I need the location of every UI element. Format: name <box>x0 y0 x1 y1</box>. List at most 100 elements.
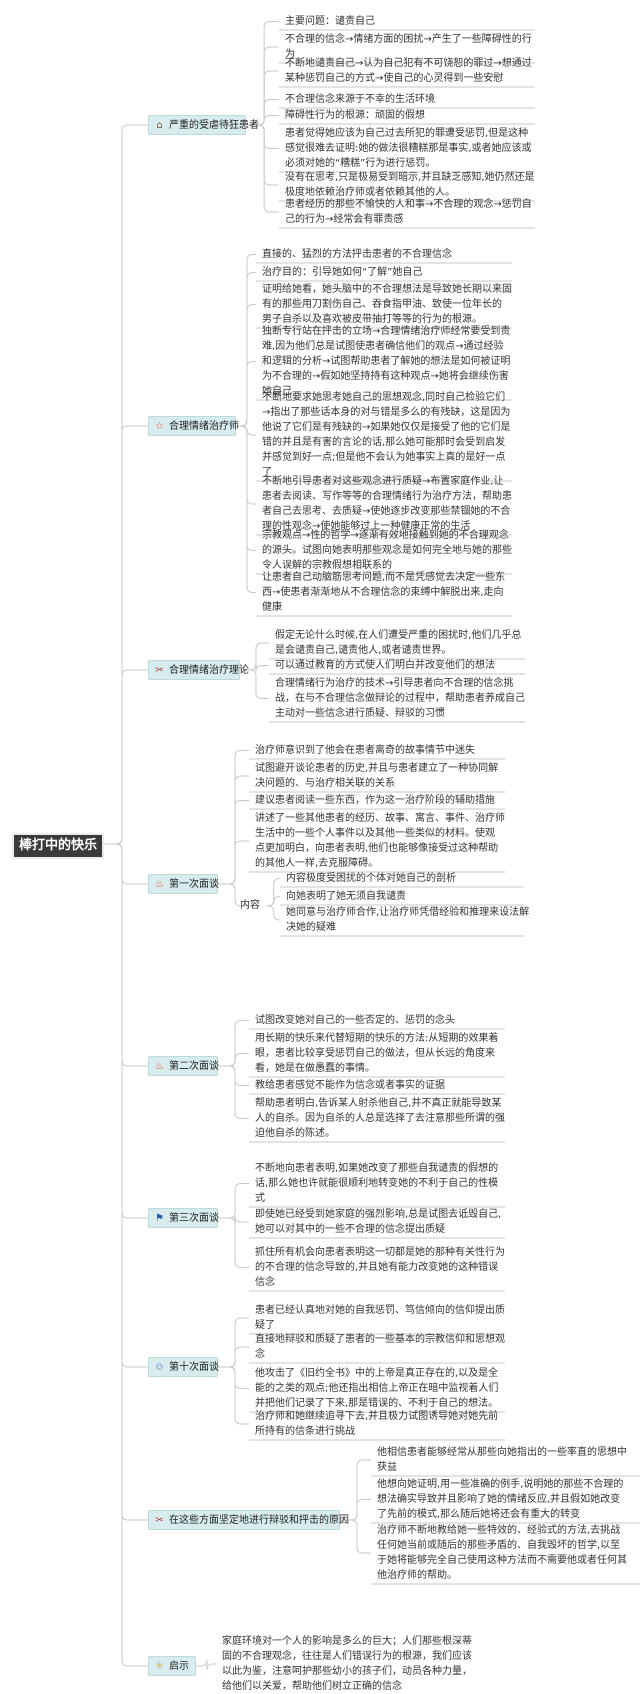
connector-line <box>104 669 148 845</box>
connector-line <box>236 254 256 427</box>
branch-node-7[interactable]: ✩第十次面谈 <box>148 1357 219 1377</box>
connector-line <box>104 425 148 845</box>
connector-line <box>266 878 280 907</box>
tools-icon: ✂ <box>155 1515 164 1526</box>
connector-line <box>236 425 256 551</box>
branch-2-item-line: 西→使患者渐渐地从不合理信念的束缚中解脱出来,走向 <box>262 587 504 598</box>
branch-label: 第三次面谈 <box>169 1213 219 1224</box>
branch-4-item-line: 生活中的一些个人事件以及其他一些类似的材料。使观 <box>255 828 495 839</box>
branch-5-item-line: 人的自杀。因为自杀的人总是选择了去注意那些所谓的强 <box>255 1113 505 1124</box>
branch-node-3[interactable]: ✂合理情绪治疗理论 <box>148 660 249 680</box>
branch-8-item-line: 了先前的模式,那么随后她将还会有重大的转变 <box>377 1509 581 1520</box>
branch-8-item-line: 治疗师不断地教给她一些特效的、经验式的方法,去挑战 <box>377 1525 621 1536</box>
branch-node-4[interactable]: ♨ 第一次面谈 <box>148 874 219 894</box>
branch-node-2[interactable]: ☆合理情绪治疗师 <box>148 416 239 436</box>
content-item-line: 决她的疑难 <box>286 922 336 933</box>
branch-2-item-line: 不断地引导患者对这些观念进行质疑→布置家庭作业,让 <box>262 476 504 487</box>
branch-7-item-line: 能的之类的观点;他还指出相信上帝正在暗中监视着人们 <box>255 1383 499 1394</box>
branch-4-item-line: 决问题的、与治疗相关联的关系 <box>255 778 395 789</box>
branch-2-item-line: 者自己去思考、去质疑→使她逐步改变那些禁锢她的不合 <box>262 506 511 517</box>
branch-1-item-line: 不合理信念来源于不幸的生活环境 <box>285 94 435 105</box>
branch-4-item-line: 建议患者阅读一些东西，作为这一治疗阶段的辅助措施 <box>255 795 495 806</box>
sun-icon: ☼ <box>155 1661 164 1672</box>
branch-label: 严重的受虐待狂患者 <box>169 120 259 131</box>
branch-6-item-line: 话,那么她也许就能很顺利地转变她的不利于自己的性模 <box>255 1178 499 1189</box>
branch-2-item-line: 让患者自己动脑筋思考问题,而不是凭感觉去决定一些东 <box>262 572 506 583</box>
branch-6-item-line: 信念 <box>255 1277 275 1288</box>
branch-2-item-line: 男子自杀以及喜欢被皮带抽打等等的行为的根源。 <box>262 314 482 325</box>
branch-5-item-line: 帮助患者明白,告诉某人射杀他自己,并不真正就能导致某 <box>255 1098 502 1109</box>
branch-2-item-line: 健康 <box>262 602 282 613</box>
branch-2-item-line: 错的并且是有害的言论的话,那么她可能那时会受到启发 <box>262 437 506 448</box>
branch-node-8[interactable]: ✂在这些方面坚定地进行辩驳和抨击的原因 <box>148 1510 349 1530</box>
branch-9-item-line: 给他们以关爱，帮助他们树立正确的信念 <box>222 1681 402 1692</box>
sub-node-content[interactable]: 内容 <box>240 900 260 911</box>
connector-line <box>266 896 280 907</box>
branch-5-item-line: 教给患者感觉不能作为信念或者事实的证据 <box>255 1080 445 1091</box>
connector-line <box>246 46 279 126</box>
branch-6-item-line: 即使她已经受到她家庭的强烈影响,总是试图去诋毁自己, <box>255 1209 502 1220</box>
branch-5-item-line: 迫他自杀的陈述。 <box>255 1128 335 1139</box>
branch-2-item-line: 和逻辑的分析→试图帮助患者了解她的想法是如何被证明 <box>262 356 511 367</box>
branch-4-item-line: 治疗师意识到了他会在患者离奇的故事情节中迷失 <box>255 745 475 756</box>
connector-line <box>236 272 256 427</box>
content-item-line: 她同意与治疗师合作,让治疗师凭借经验和推理来设法解 <box>286 907 530 918</box>
branch-8-item-line: 想法确实导致并且影响了她的情绪反应,并且假如她改变 <box>377 1494 621 1505</box>
branch-8-item-line: 任何她当前或随后的那些矛盾的、自我毁坏的哲学,以至 <box>377 1540 621 1551</box>
branch-3-item-line: 是会谴责自己,谴责他人,或者谴责世界。 <box>275 645 452 656</box>
connector-line <box>218 1366 249 1425</box>
fire-icon: ♨ <box>155 1061 164 1072</box>
branch-6-item-line: 的不合理的信念导致的,并且她有能力改变她的这种错误 <box>255 1262 499 1273</box>
branch-3-item-line: 战，在与不合理信念做辩论的过程中，帮助患者养成自己 <box>275 693 525 704</box>
branch-5-item-line: 试图改变她对自己的一些否定的、惩罚的念头 <box>255 1015 455 1026</box>
branch-node-5[interactable]: ♨ 第二次面谈 <box>148 1056 219 1076</box>
branch-7-item-line: 他攻击了《旧约全书》中的上帝是真正存在的,以及是全 <box>255 1368 499 1379</box>
connector-line <box>218 1065 249 1086</box>
branch-2-item-line: 并感觉到好一点;但是他不会认为她事实上真的是好一点 <box>262 452 506 463</box>
branch-4-item-line: 的其他人一样,去克服障碍。 <box>255 858 379 869</box>
connector-line <box>246 115 279 126</box>
connector-line <box>104 843 148 885</box>
connector-line <box>218 1317 249 1368</box>
branch-2-item-line: 了 <box>262 467 272 478</box>
branch-3-item-line: 合理情绪行为治疗的技术→引导患者向不合理的信念挑 <box>275 678 514 689</box>
connector-line <box>104 843 148 1368</box>
branch-8-item-line: 获益 <box>377 1462 397 1473</box>
branch-1-item-line: 己的行为→经常会有罪责感 <box>285 214 404 225</box>
branch-2-item-line: 他说了它们是有残缺的→如果她仅仅是接受了他的它们是 <box>262 422 511 433</box>
branch-2-item-line: 有的那些用刀割伤自己、吞食指甲油、致使一位年长的 <box>262 299 502 310</box>
fire-icon: ♨ <box>155 879 164 890</box>
root-node[interactable]: 棒打中的快乐 <box>12 833 104 859</box>
branch-node-6[interactable]: ⚑第三次面谈 <box>148 1208 219 1228</box>
branch-2-item-line: 的源头。试图向她表明那些观念是如何完全地与她的那些 <box>262 545 512 556</box>
branch-4-item-line: 点更加明白，向患者表明,他们也能够像接受过这种帮助 <box>255 843 499 854</box>
branch-1-item-line: 必须对她的“糟糕”行为进行惩罚。 <box>285 158 436 169</box>
branch-1-item-line: 障碍性行为的根源：顽固的假想 <box>285 110 425 121</box>
branch-9-item-line: 固的不合理观念，往往是人们错误行为的根源，我们应该 <box>222 1651 472 1662</box>
connector-line <box>218 1183 249 1219</box>
branch-8-item-line: 他相信患者能够经常从那些向她指出的一些率直的思想中 <box>377 1447 627 1458</box>
branch-6-item-line: 她可以对其中的一些不合理的信念提出质疑 <box>255 1224 445 1235</box>
branch-2-item-line: 证明给她看，她头脑中的不合理想法是导致她长期以来固 <box>262 284 512 295</box>
branch-5-item-line: 用长期的快乐来代替短期的快乐的方法:从短期的效果着 <box>255 1033 499 1044</box>
branch-2-item-line: 不断地要求她思考她自己的思想观念,同时自己检验它们 <box>262 392 506 403</box>
connector-line <box>236 425 256 593</box>
connector-line <box>104 843 148 1521</box>
branch-1-item-line: 某种惩罚自己的方式→使自己的心灵得到一些安慰 <box>285 73 504 84</box>
branch-2-item-line: 她自己 <box>262 386 292 397</box>
connector-line <box>104 124 148 845</box>
branch-1-item-line: 极度地依赖治疗师或者依赖其他的人。 <box>285 187 455 198</box>
connector-line <box>104 843 148 1667</box>
branch-label: 第二次面谈 <box>169 1061 219 1072</box>
branch-1-item-line: 患者经历的那些不愉快的人和事→不合理的观念→惩罚自 <box>285 199 532 210</box>
connector-line <box>218 840 249 885</box>
branch-label: 第一次面谈 <box>169 879 219 890</box>
branch-node-1[interactable]: ⌂严重的受虐待狂患者 <box>148 115 259 135</box>
branch-3-item-line: 主动对一些信念进行质疑、辩驳的习惯 <box>275 708 445 719</box>
branch-1-item-line: 没有在思考,只是极易受到暗示,并且缺乏感知,她仍然还是 <box>285 172 535 183</box>
branch-7-item-line: 直接地辩驳和质疑了患者的一些基本的宗教信仰和思想观 <box>255 1334 505 1345</box>
tools-icon: ✂ <box>155 665 164 676</box>
branch-8-item-line: 于她将能够完全自己使用这种方法而不需要他或者任何其 <box>377 1555 627 1566</box>
branch-4-item-line: 讲述了一些其他患者的经历、故事、寓言、事件、治疗师 <box>255 813 505 824</box>
branch-node-9[interactable]: ☼启示 <box>148 1656 196 1676</box>
